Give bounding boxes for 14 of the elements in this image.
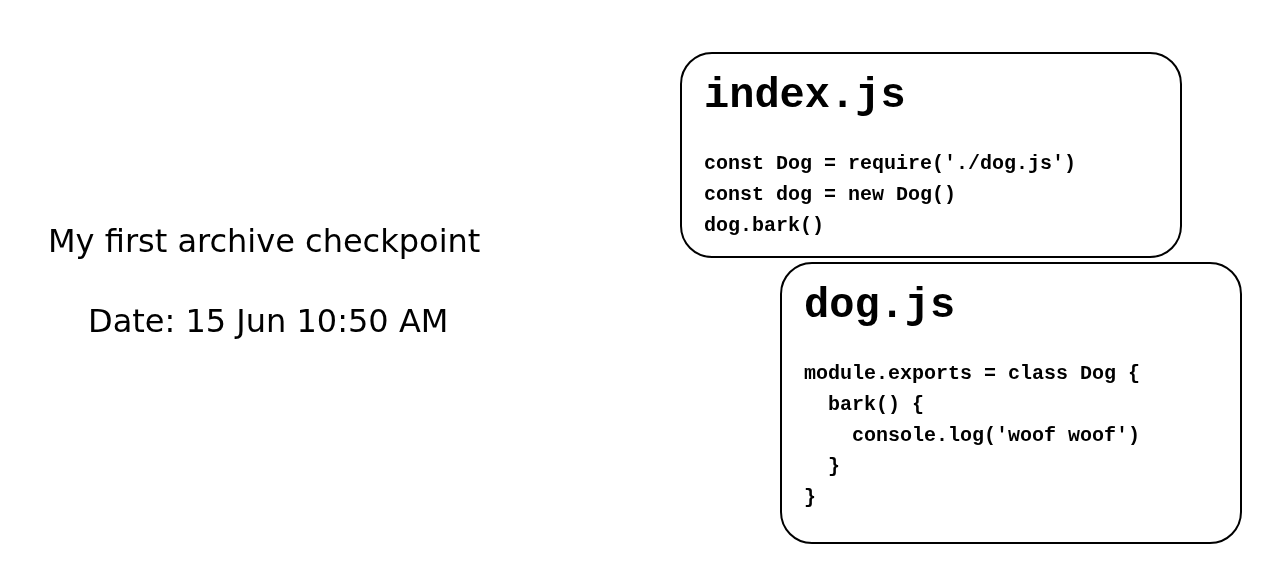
code-line: bark() { bbox=[827, 392, 925, 418]
code-line: } bbox=[827, 454, 840, 480]
code-line: } bbox=[804, 485, 816, 511]
date-text: Date: 15 Jun 10:50 AM bbox=[88, 302, 449, 340]
file-name-heading: dog.js bbox=[804, 282, 956, 330]
code-line: const Dog = require('./dog.js') bbox=[704, 151, 1077, 177]
code-card bbox=[780, 262, 1242, 544]
code-card bbox=[680, 52, 1182, 258]
checkpoint-title: My first archive checkpoint bbox=[48, 222, 481, 260]
code-line: const dog = new Dog() bbox=[704, 182, 957, 208]
code-line: dog.bark() bbox=[704, 213, 825, 239]
code-line: module.exports = class Dog { bbox=[804, 361, 1141, 387]
code-line: console.log('woof woof') bbox=[851, 423, 1141, 449]
file-name-heading: index.js bbox=[704, 72, 906, 120]
